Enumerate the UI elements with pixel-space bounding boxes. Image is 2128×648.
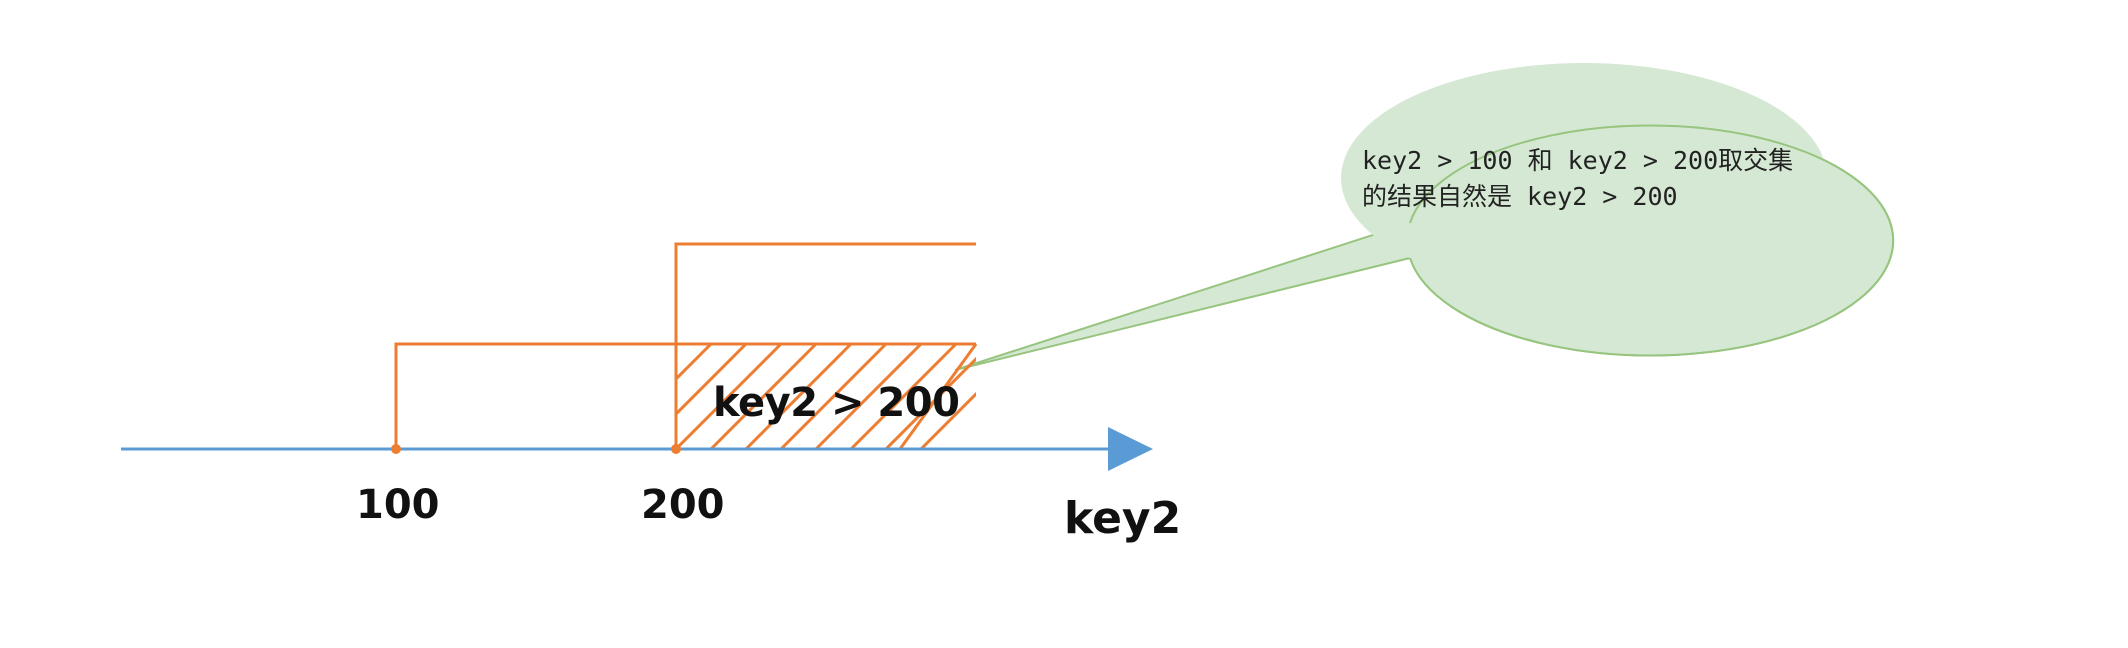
range-bracket-100 xyxy=(394,342,976,449)
callout-line-2: 的结果自然是 key2 > 200 xyxy=(1362,182,1678,211)
intersection-hatch xyxy=(676,344,976,449)
intersection-edge xyxy=(898,343,978,450)
callout-bubble-outline xyxy=(1409,124,1895,357)
callout-line-1: key2 > 100 和 key2 > 200取交集 xyxy=(1362,146,1794,175)
axis-arrow-icon xyxy=(1108,427,1153,471)
intersection-label: key2 > 200 xyxy=(713,380,960,426)
tick-point-100 xyxy=(391,444,401,454)
callout-text: key2 > 100 和 key2 > 200取交集 的结果自然是 key2 >… xyxy=(1362,143,1832,215)
tick-point-200 xyxy=(671,444,681,454)
tick-label-100: 100 xyxy=(356,482,440,528)
callout-bubble-body xyxy=(1341,63,1827,293)
axis-label: key2 xyxy=(1064,493,1182,544)
range-bracket-200 xyxy=(674,242,976,449)
tick-label-200: 200 xyxy=(641,482,725,528)
